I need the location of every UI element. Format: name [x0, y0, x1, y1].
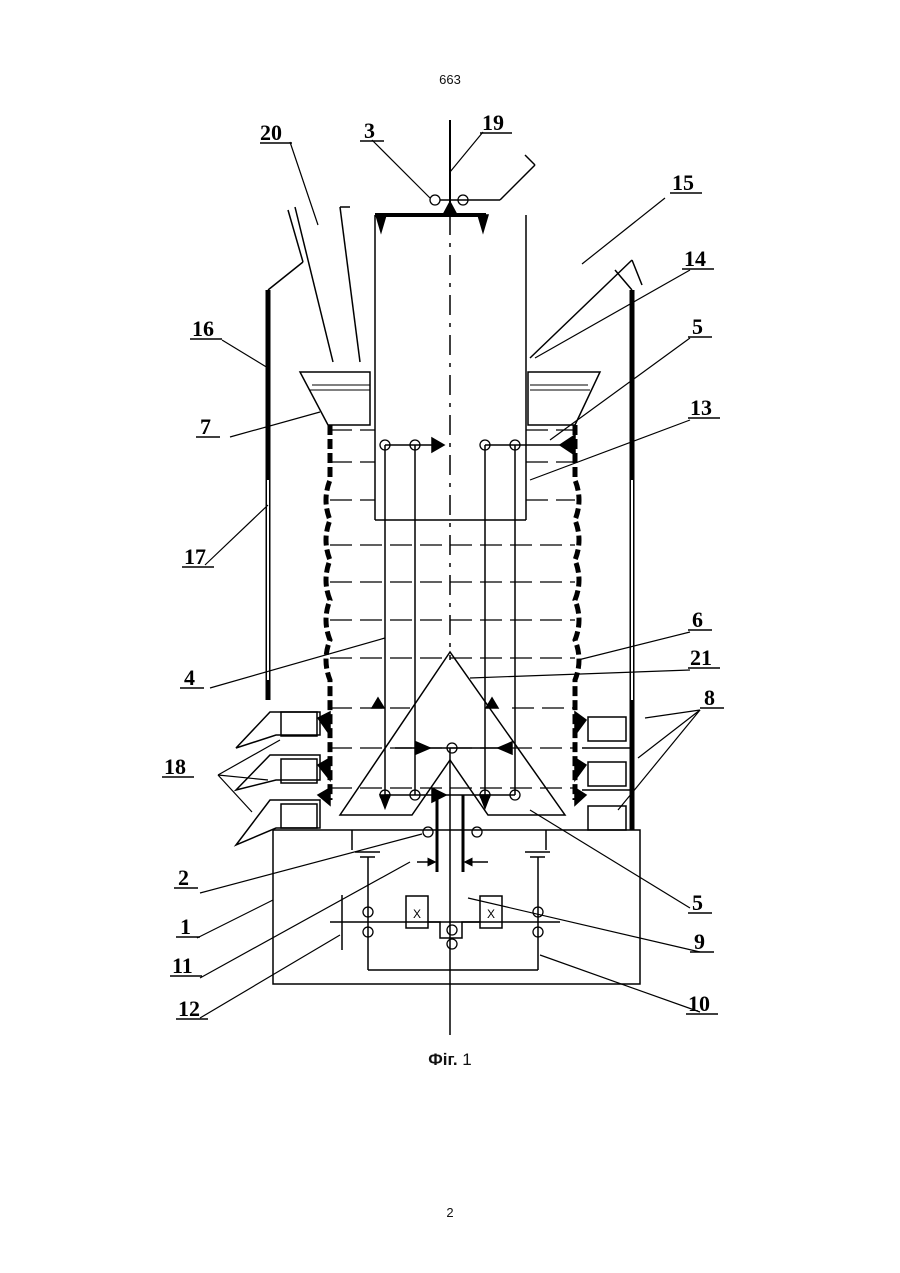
- label-3: 3: [364, 118, 375, 143]
- label-18: 18: [164, 754, 186, 779]
- figure-caption: Фіг. 1: [0, 1050, 900, 1070]
- label-1: 1: [180, 914, 191, 939]
- label-8: 8: [704, 685, 715, 710]
- label-5-top: 5: [692, 314, 703, 339]
- label-9: 9: [694, 929, 705, 954]
- label-7: 7: [200, 414, 211, 439]
- page-number: 2: [0, 1205, 900, 1220]
- label-20: 20: [260, 120, 282, 145]
- label-15: 15: [672, 170, 694, 195]
- figure-caption-number: 1: [458, 1050, 472, 1069]
- label-4: 4: [184, 665, 195, 690]
- label-14: 14: [684, 246, 706, 271]
- label-19: 19: [482, 110, 504, 135]
- label-21: 21: [690, 645, 712, 670]
- gear-mark-left: X: [413, 907, 421, 921]
- label-16: 16: [192, 316, 214, 341]
- label-2: 2: [178, 865, 189, 890]
- label-5-bottom: 5: [692, 890, 703, 915]
- figure-caption-label: Фіг.: [428, 1050, 457, 1069]
- gear-mark-right: X: [487, 907, 495, 921]
- label-12: 12: [178, 996, 200, 1021]
- label-11: 11: [172, 953, 193, 978]
- diagram-lines: [162, 120, 724, 1035]
- label-13: 13: [690, 395, 712, 420]
- label-6: 6: [692, 607, 703, 632]
- label-17: 17: [184, 544, 206, 569]
- label-10: 10: [688, 991, 710, 1016]
